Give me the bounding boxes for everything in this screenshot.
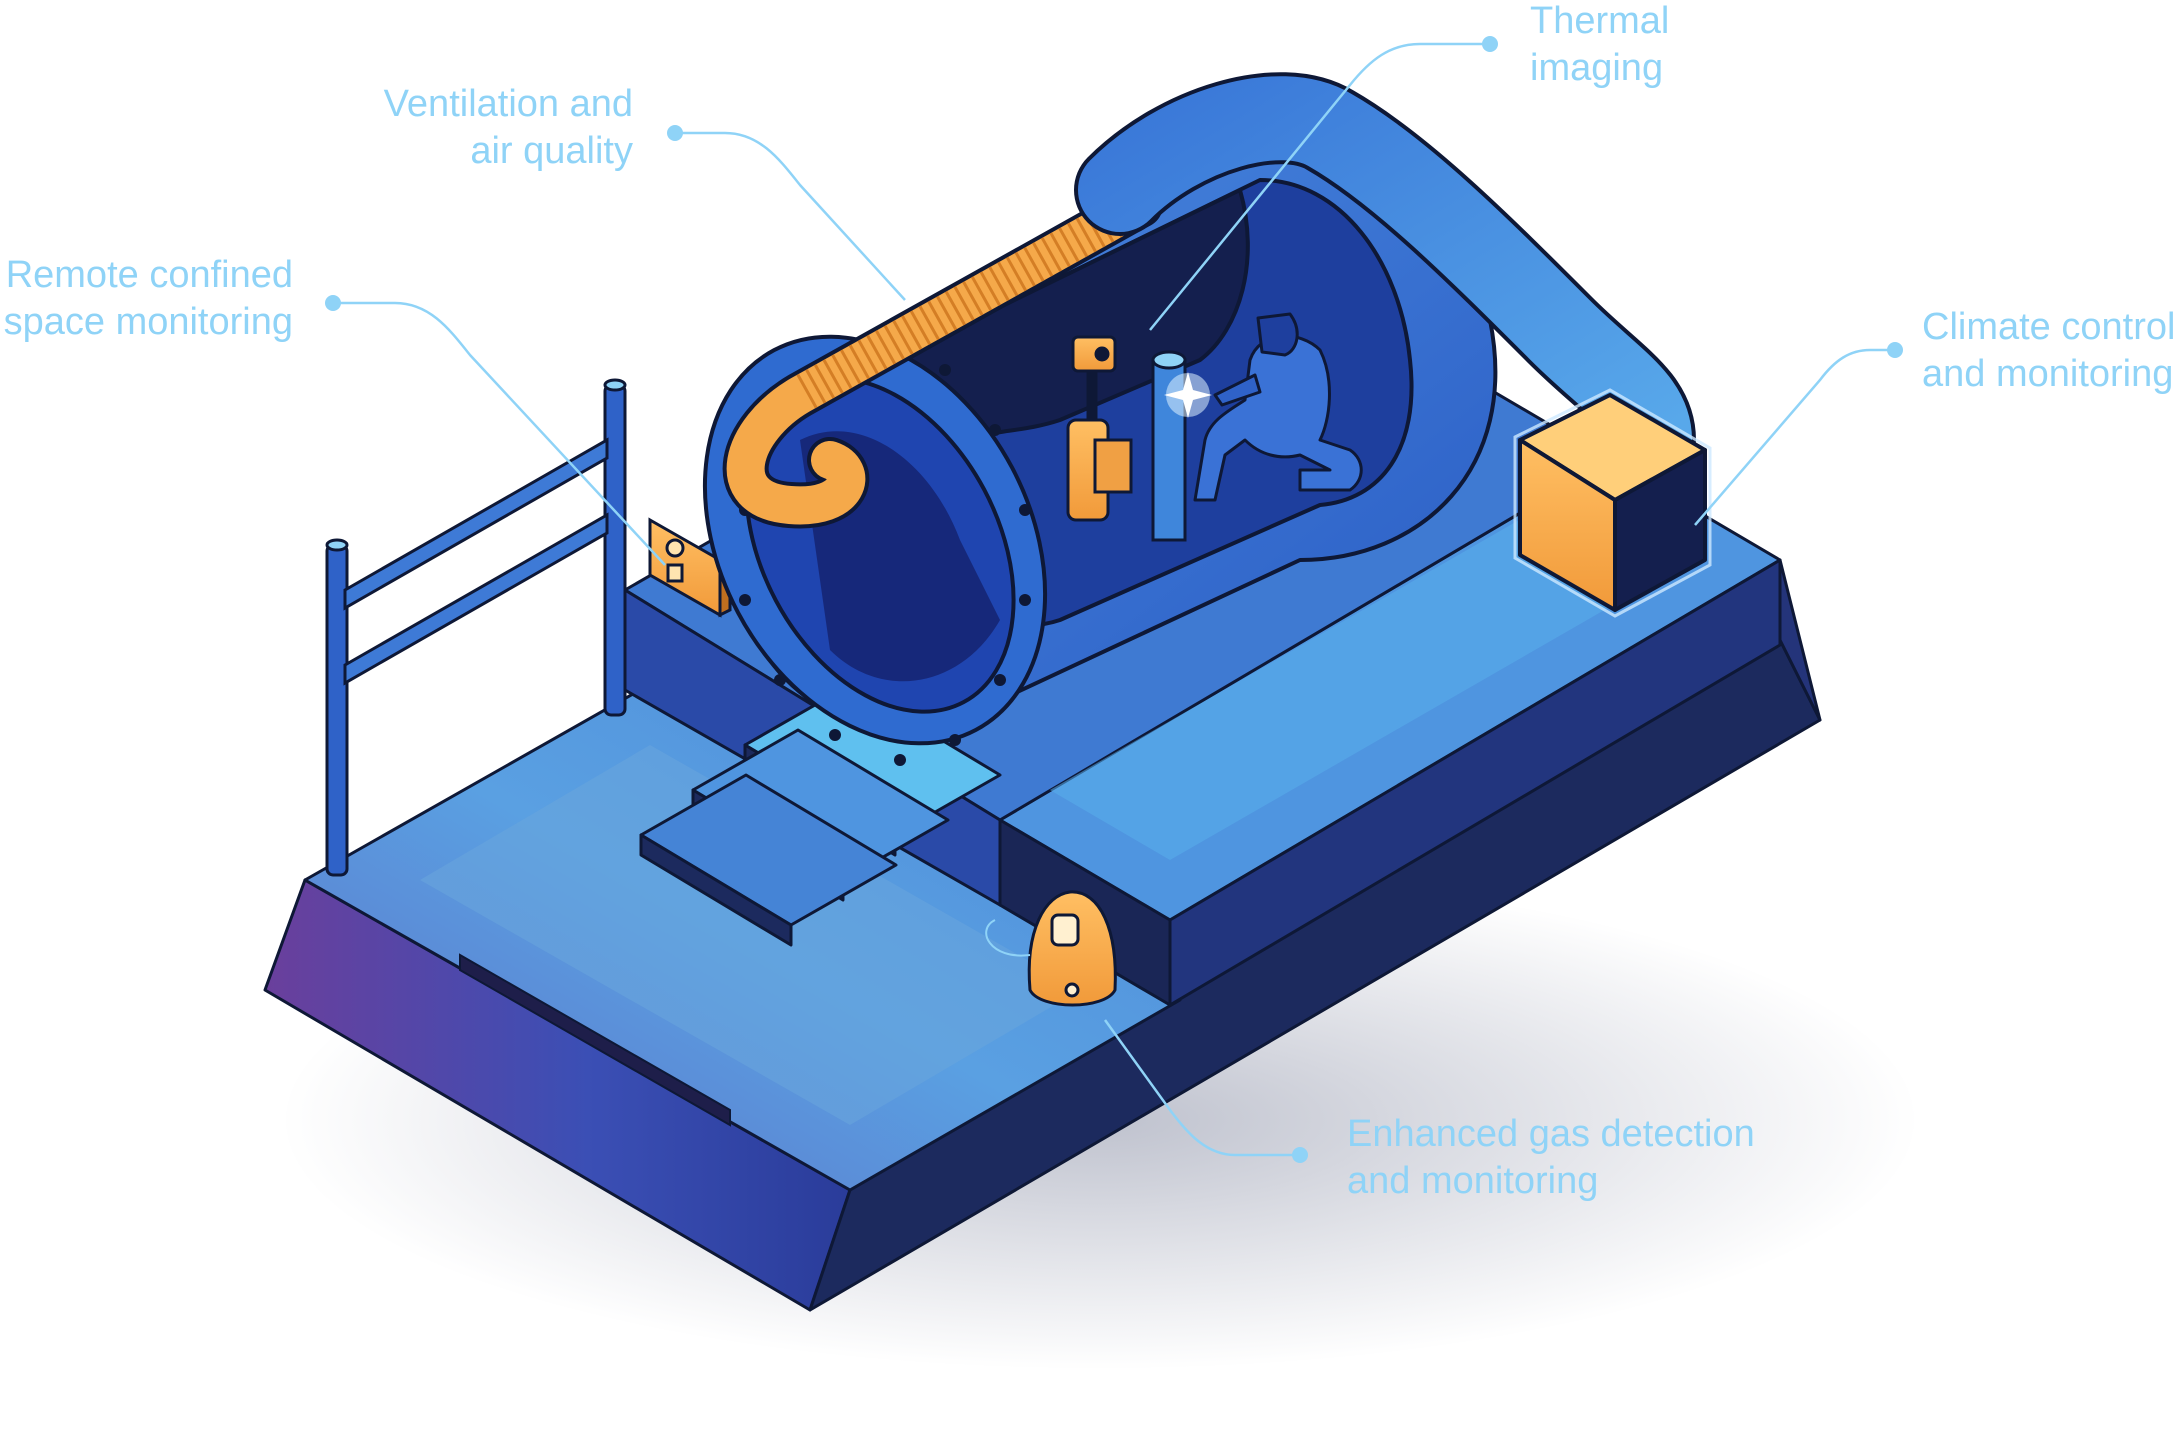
railing-post-back bbox=[603, 383, 627, 717]
callout-line: air quality bbox=[470, 130, 633, 172]
monitor-lens-icon bbox=[1094, 346, 1110, 362]
bolt bbox=[989, 424, 1001, 436]
bolt bbox=[949, 734, 961, 746]
platform-inset-panel-raised bbox=[1050, 485, 1700, 860]
spark-icon bbox=[1164, 372, 1212, 418]
panel-screen-icon bbox=[666, 563, 684, 583]
railing-cap-front bbox=[325, 538, 349, 552]
welder-worker bbox=[1193, 312, 1363, 502]
callout-line: space monitoring bbox=[3, 301, 293, 343]
gas-detector-cable bbox=[985, 919, 1031, 957]
dot-gas bbox=[1292, 1147, 1308, 1163]
bolt bbox=[894, 754, 906, 766]
callout-line: and monitoring bbox=[1347, 1160, 1599, 1202]
pipe-top bbox=[1151, 350, 1187, 370]
stair-step-1-face bbox=[639, 833, 793, 947]
callout-climate-control: Climate control and monitoring bbox=[1922, 304, 2175, 398]
callout-line: Climate control bbox=[1922, 306, 2176, 348]
climate-duct-fill bbox=[1078, 76, 1692, 482]
stairs bbox=[639, 683, 1002, 947]
callout-ventilation: Ventilation and air quality bbox=[384, 81, 633, 175]
platform-raised-right-face bbox=[1168, 558, 1782, 1007]
bolt bbox=[939, 364, 951, 376]
climate-box-glow bbox=[1513, 388, 1712, 618]
leader-remote bbox=[333, 301, 666, 566]
gas-detector-button-icon bbox=[1064, 982, 1080, 998]
gas-detector-device bbox=[985, 890, 1117, 1007]
panel-dial-icon bbox=[665, 538, 685, 558]
dot-remote bbox=[325, 295, 341, 311]
bolt bbox=[1019, 504, 1031, 516]
equipment-box bbox=[1093, 438, 1133, 494]
climate-box-side bbox=[1613, 448, 1707, 612]
callout-thermal-imaging: Thermal imaging bbox=[1530, 0, 1669, 92]
railing-bar-lower bbox=[343, 512, 609, 686]
callout-line: and monitoring bbox=[1922, 353, 2174, 395]
leader-thermal bbox=[1149, 42, 1490, 331]
dot-thermal bbox=[1482, 36, 1498, 52]
bolt bbox=[1019, 594, 1031, 606]
callout-line: Enhanced gas detection bbox=[1347, 1113, 1755, 1155]
welding-helmet bbox=[1256, 312, 1299, 357]
bolt bbox=[739, 594, 751, 606]
gas-cylinder-equipment bbox=[1066, 335, 1133, 522]
leader-gas bbox=[1103, 1019, 1300, 1157]
welding-spark bbox=[1164, 372, 1212, 418]
callout-line: Thermal bbox=[1530, 0, 1670, 42]
callout-line: Ventilation and bbox=[383, 83, 633, 125]
platform-inset-panel bbox=[420, 745, 1080, 1125]
bolt bbox=[774, 674, 786, 686]
railing-bar-upper bbox=[343, 437, 609, 611]
ventilation-hose-fill bbox=[726, 186, 1159, 525]
bolt bbox=[994, 674, 1006, 686]
gas-detector-window bbox=[1050, 913, 1080, 947]
callout-line: Remote confined bbox=[5, 254, 293, 296]
callout-dots bbox=[325, 36, 1903, 1163]
dot-climate bbox=[1887, 342, 1903, 358]
callout-gas-detection: Enhanced gas detection and monitoring bbox=[1347, 1111, 1755, 1205]
leader-ventilation bbox=[675, 131, 906, 301]
callout-line: imaging bbox=[1530, 47, 1664, 89]
leader-climate bbox=[1694, 348, 1895, 526]
platform-slot bbox=[459, 953, 731, 1127]
worker-arm bbox=[1213, 373, 1262, 407]
railing-cap-back bbox=[603, 378, 627, 392]
dot-ventilation bbox=[667, 125, 683, 141]
callout-remote-monitoring: Remote confined space monitoring bbox=[4, 252, 293, 346]
worker-body bbox=[1193, 334, 1363, 502]
safety-railing bbox=[325, 378, 627, 877]
climate-control-unit bbox=[1518, 393, 1707, 612]
callout-leaders bbox=[333, 42, 1895, 1157]
bolt bbox=[829, 729, 841, 741]
